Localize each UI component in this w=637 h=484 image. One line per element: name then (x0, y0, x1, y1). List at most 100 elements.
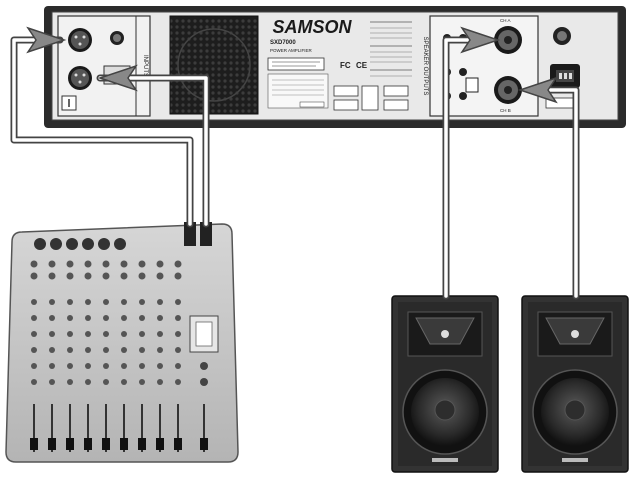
mixer-knob[interactable] (139, 315, 145, 321)
fader-cap[interactable] (138, 438, 146, 450)
mixer-knob[interactable] (138, 272, 146, 280)
brand-logo: SAMSON (272, 17, 352, 37)
circuit-breaker-knob[interactable] (553, 27, 571, 45)
mixer-knob[interactable] (67, 347, 73, 353)
master-fader-cap[interactable] (200, 438, 208, 450)
fader-cap[interactable] (156, 438, 164, 450)
mixer-knob[interactable] (139, 299, 145, 305)
mixer-knob[interactable] (49, 363, 55, 369)
mixer-knob[interactable] (30, 260, 38, 268)
mixer-knob[interactable] (103, 347, 109, 353)
mixer-knob[interactable] (157, 299, 163, 305)
mixer-body (5, 223, 239, 463)
mixer-faders[interactable] (30, 404, 208, 452)
mixer-knob[interactable] (66, 260, 74, 268)
mixer-knob[interactable] (175, 363, 181, 369)
mixer-knob[interactable] (49, 347, 55, 353)
mixer-knob[interactable] (49, 379, 55, 385)
mixer-knob[interactable] (48, 272, 56, 280)
mixer-knob[interactable] (31, 363, 37, 369)
mixer-knob[interactable] (175, 315, 181, 321)
fader-cap[interactable] (102, 438, 110, 450)
mixer-knob[interactable] (174, 260, 182, 268)
mixer-knob[interactable] (30, 272, 38, 280)
fader-cap[interactable] (84, 438, 92, 450)
mixer-knob[interactable] (157, 315, 163, 321)
mixer-knob[interactable] (120, 272, 128, 280)
mixer-knob[interactable] (175, 379, 181, 385)
mixer-knob[interactable] (157, 363, 163, 369)
mixer-knob[interactable] (157, 379, 163, 385)
mixer-knob[interactable] (31, 347, 37, 353)
mixer-knob[interactable] (175, 299, 181, 305)
mixer-knob[interactable] (157, 331, 163, 337)
mixer-knob[interactable] (121, 299, 127, 305)
mixer-knob[interactable] (31, 379, 37, 385)
mixer-knob[interactable] (85, 315, 91, 321)
mixer-knob[interactable] (139, 379, 145, 385)
mixer-knob[interactable] (121, 379, 127, 385)
mixer-knob[interactable] (175, 347, 181, 353)
mixer-knob[interactable] (121, 363, 127, 369)
mixer-knob[interactable] (31, 299, 37, 305)
mixer-knob[interactable] (49, 331, 55, 337)
mixer-knob[interactable] (49, 315, 55, 321)
mixer-output-jacks[interactable] (184, 222, 212, 246)
mixer-knob[interactable] (103, 363, 109, 369)
mixer-knob[interactable] (48, 260, 56, 268)
xlr-jack-icon[interactable] (68, 66, 92, 90)
mixer-knob[interactable] (67, 299, 73, 305)
mixer-knob[interactable] (156, 260, 164, 268)
mixer-top-knobs[interactable] (34, 238, 126, 250)
mixer-knob[interactable] (102, 260, 110, 268)
fader-cap[interactable] (174, 438, 182, 450)
mixer-knob[interactable] (138, 260, 146, 268)
mixer-knob[interactable] (85, 331, 91, 337)
mixer-knob[interactable] (67, 379, 73, 385)
mixer-knob[interactable] (121, 315, 127, 321)
mixer-knob[interactable] (67, 363, 73, 369)
fader-cap[interactable] (48, 438, 56, 450)
mixer-knob[interactable] (175, 331, 181, 337)
mixer-knob[interactable] (157, 347, 163, 353)
mixer-knob[interactable] (174, 272, 182, 280)
mixer-knob[interactable] (120, 260, 128, 268)
channel-b-label: CH B (500, 108, 511, 113)
mixer-knob[interactable] (84, 272, 92, 280)
mixer-knob[interactable] (85, 347, 91, 353)
mixer-knob[interactable] (84, 260, 92, 268)
mixer-knob[interactable] (49, 299, 55, 305)
fader-cap[interactable] (66, 438, 74, 450)
mixer-knob[interactable] (67, 315, 73, 321)
mixer-knob[interactable] (103, 315, 109, 321)
mixer-knob-grid[interactable] (30, 260, 182, 386)
mixer-knob[interactable] (103, 379, 109, 385)
ce-mark: CE (356, 61, 368, 70)
mixer-knob[interactable] (66, 272, 74, 280)
mixer-knob[interactable] (31, 331, 37, 337)
mixer-knob[interactable] (103, 299, 109, 305)
speakon-jack-icon[interactable] (494, 26, 522, 54)
mixer-knob[interactable] (67, 331, 73, 337)
xlr-jack-icon[interactable] (68, 28, 92, 52)
mixer-knob[interactable] (156, 272, 164, 280)
mixer-knob[interactable] (139, 331, 145, 337)
fader-cap[interactable] (30, 438, 38, 450)
mixer-knob[interactable] (85, 299, 91, 305)
mixer-master-knobs[interactable] (200, 362, 208, 386)
mixer-knob[interactable] (31, 315, 37, 321)
mixer-knob[interactable] (102, 272, 110, 280)
speakon-jack-icon[interactable] (494, 76, 522, 104)
power-inlet-icon[interactable] (550, 64, 580, 88)
fader-cap[interactable] (120, 438, 128, 450)
mixer-knob[interactable] (139, 363, 145, 369)
arrows (26, 26, 558, 104)
input-trim-knob[interactable] (110, 31, 124, 45)
mixer-knob[interactable] (85, 379, 91, 385)
horn-tweeter-icon (407, 311, 483, 357)
mixer-knob[interactable] (139, 347, 145, 353)
mixer-knob[interactable] (85, 363, 91, 369)
mixer-knob[interactable] (103, 331, 109, 337)
mixer-knob[interactable] (121, 331, 127, 337)
mixer-knob[interactable] (121, 347, 127, 353)
